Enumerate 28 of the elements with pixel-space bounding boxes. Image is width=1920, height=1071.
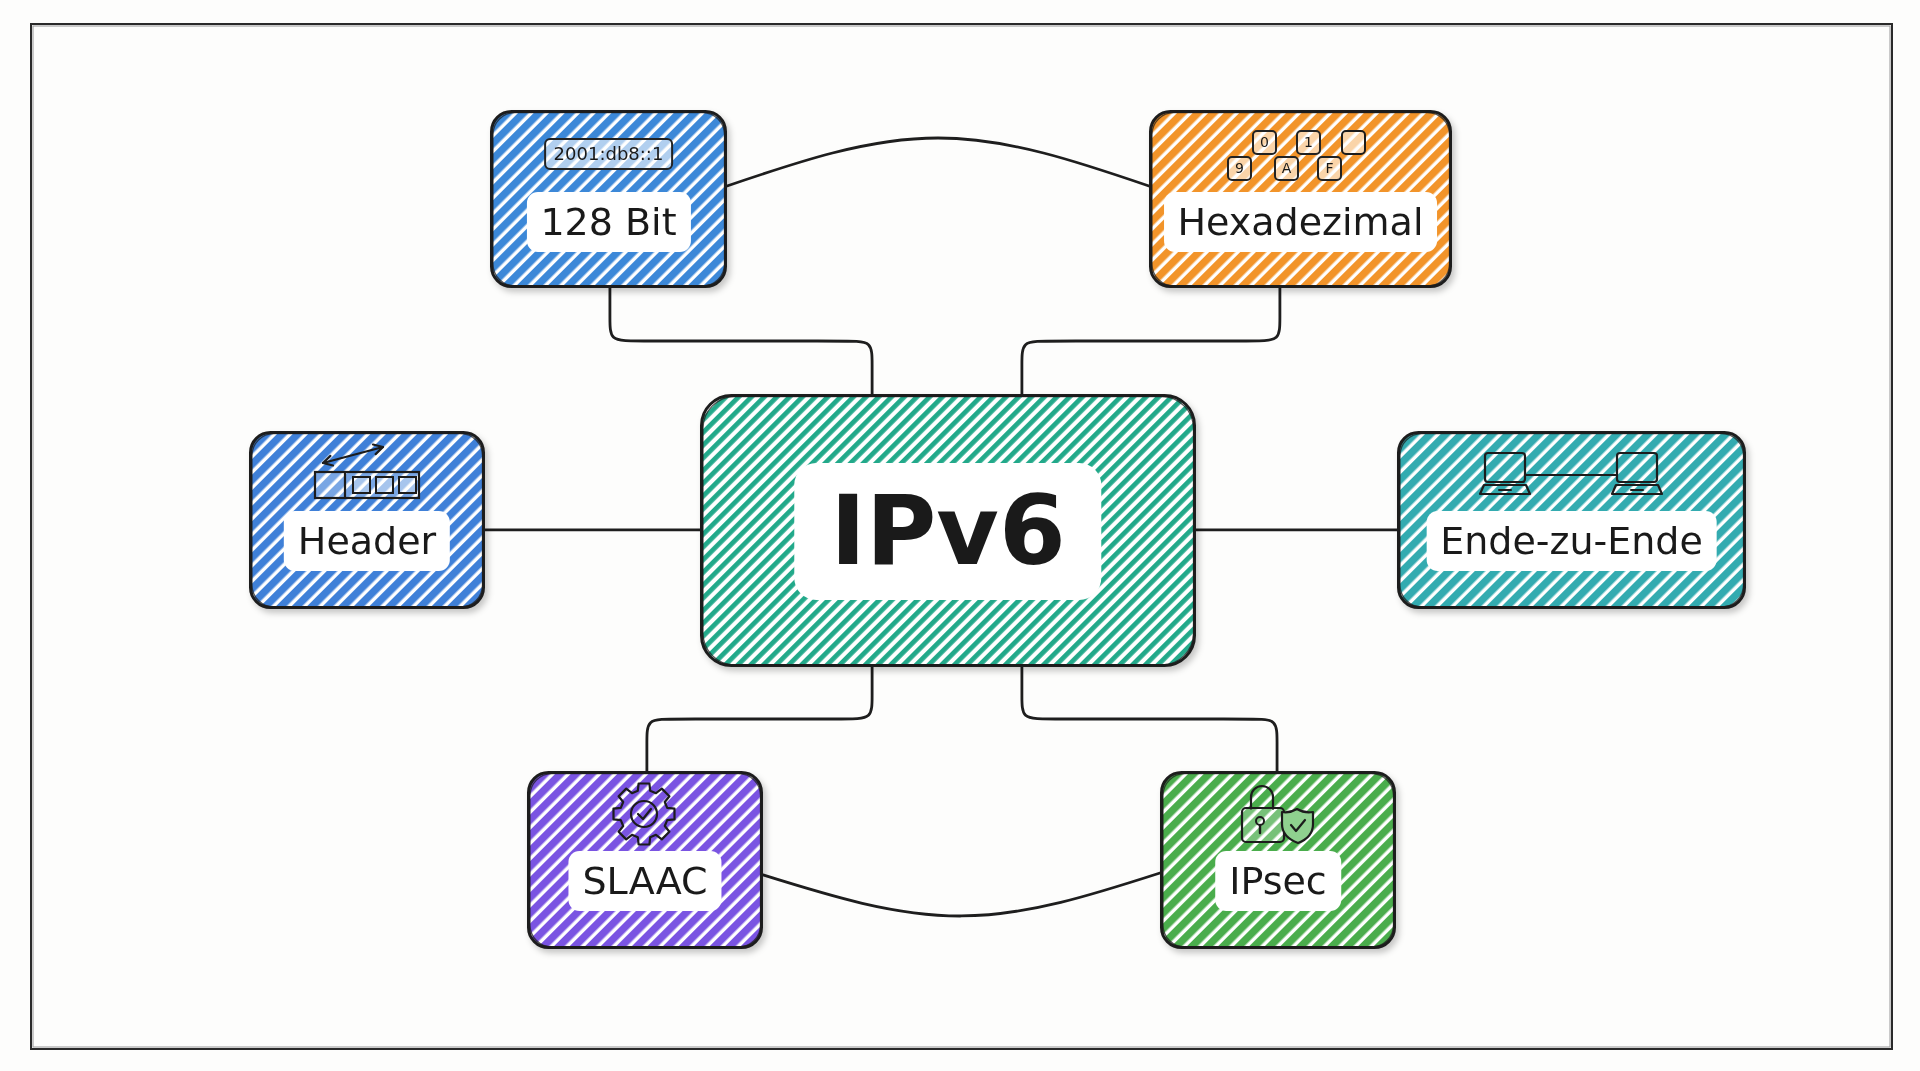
connector-line: [725, 136, 1151, 188]
topic-label: 128 Bit: [526, 192, 691, 252]
connector-line: [1194, 528, 1399, 532]
topic-card: [1160, 771, 1396, 949]
connector-line: [483, 528, 702, 532]
connector-line: [608, 286, 874, 396]
topic-card: [490, 110, 727, 288]
topic-label: SLAAC: [568, 851, 722, 911]
topic-label: Hexadezimal: [1163, 192, 1438, 252]
topic-card: [249, 431, 485, 609]
connector-line: [1020, 286, 1282, 396]
hex-key: A: [1274, 156, 1299, 181]
topic-label: Header: [283, 511, 451, 571]
connector-line: [645, 665, 874, 773]
topic-card: [1149, 110, 1452, 288]
hex-key: 9: [1227, 156, 1252, 181]
central-label: IPv6: [794, 463, 1102, 600]
hex-key: 0: [1252, 130, 1277, 155]
hex-key: F: [1317, 156, 1342, 181]
topic-label: IPsec: [1215, 851, 1341, 911]
connector-line: [761, 871, 1162, 918]
topic-label: Ende-zu-Ende: [1426, 511, 1717, 571]
hex-key: 1: [1296, 130, 1321, 155]
connector-line: [1020, 665, 1279, 773]
address-text: 2001:db8::1: [543, 138, 674, 170]
topic-card: [527, 771, 763, 949]
topic-card: [1397, 431, 1746, 609]
central-topic-card: [700, 394, 1196, 667]
